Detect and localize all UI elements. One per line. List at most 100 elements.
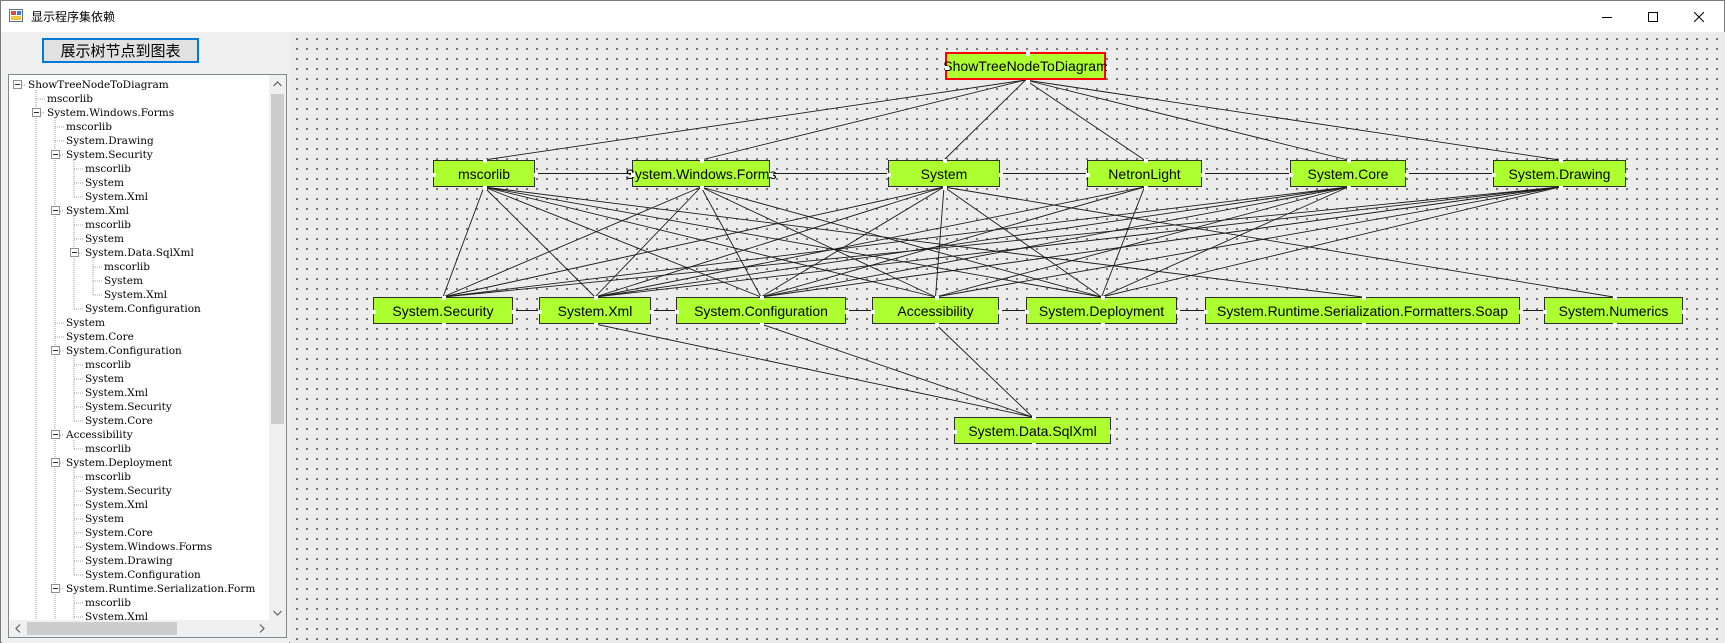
tree-node[interactable]: System.Configuration	[9, 568, 270, 582]
node-show-tree-node-to-diagram[interactable]: ShowTreeNodeToDiagram	[943, 52, 1110, 84]
node-system[interactable]: System	[887, 159, 1003, 190]
tree-connector-lines	[22, 84, 102, 621]
node-accessibility[interactable]: Accessibility	[871, 296, 1002, 327]
connector-port	[760, 323, 764, 327]
minimize-button[interactable]	[1584, 1, 1630, 32]
node-system-configuration[interactable]: System.Configuration	[675, 296, 849, 327]
horizontal-scroll-thumb[interactable]	[27, 622, 177, 635]
tree-node[interactable]: System.Security	[9, 484, 270, 498]
tree-node[interactable]: System.Core	[9, 330, 270, 344]
tree-node-label: mscorlib	[85, 597, 132, 609]
scroll-up-icon[interactable]	[269, 75, 286, 92]
tree-node[interactable]: System.Windows.Forms	[9, 106, 270, 120]
tree-node[interactable]: System	[9, 316, 270, 330]
tree-node[interactable]: System	[9, 274, 270, 288]
dependency-edge	[442, 186, 1349, 298]
node-system-security[interactable]: System.Security	[372, 296, 516, 327]
tree-node[interactable]: System	[9, 232, 270, 246]
tree-collapse-icon[interactable]	[51, 150, 60, 159]
tree-node[interactable]: System.Xml	[9, 190, 270, 204]
tree-node[interactable]: System.Drawing	[9, 554, 270, 568]
node-system-core[interactable]: System.Core	[1289, 159, 1409, 190]
scroll-corner	[269, 620, 286, 637]
connector-port	[1682, 309, 1686, 314]
node-system-deployment[interactable]: System.Deployment	[1025, 296, 1180, 327]
connector-port	[700, 159, 704, 163]
diagram-canvas[interactable]: ShowTreeNodeToDiagram mscorlib System.Wi…	[290, 32, 1725, 643]
tree-node[interactable]: System.Xml	[9, 288, 270, 302]
connector-port	[1612, 296, 1617, 300]
tree-node[interactable]: System	[9, 512, 270, 526]
tree-node[interactable]: System.Configuration	[9, 302, 270, 316]
tree-node[interactable]: mscorlib	[9, 358, 270, 372]
tree-node[interactable]: ShowTreeNodeToDiagram	[9, 78, 270, 92]
node-system-xml[interactable]: System.Xml	[538, 296, 654, 327]
tree-node[interactable]: System.Xml	[9, 386, 270, 400]
tree-node-label: mscorlib	[104, 261, 151, 273]
connector-port	[1143, 186, 1148, 190]
scroll-down-icon[interactable]	[269, 604, 286, 621]
tree-node[interactable]: System	[9, 176, 270, 190]
tree-node[interactable]: mscorlib	[9, 596, 270, 610]
maximize-button[interactable]	[1630, 1, 1676, 32]
node-system-windows-forms[interactable]: System.Windows.Forms	[626, 159, 776, 190]
connector-port	[594, 323, 598, 327]
tree-node[interactable]: System.Security	[9, 148, 270, 162]
tree-node[interactable]: mscorlib	[9, 120, 270, 134]
tree-collapse-icon[interactable]	[51, 430, 60, 439]
tree-node[interactable]: mscorlib	[9, 162, 270, 176]
tree-node[interactable]: mscorlib	[9, 442, 270, 456]
tree-collapse-icon[interactable]	[51, 584, 60, 593]
tree-node[interactable]: System.Deployment	[9, 456, 270, 470]
node-netronlight[interactable]: NetronLight	[1086, 159, 1205, 190]
connector-port	[442, 296, 446, 300]
tree-node[interactable]: System.Configuration	[9, 344, 270, 358]
tree-collapse-icon[interactable]	[51, 458, 60, 467]
tree-node[interactable]: System.Drawing	[9, 134, 270, 148]
connector-port	[1201, 172, 1205, 177]
show-tree-node-button[interactable]: 展示树节点到图表	[42, 38, 199, 63]
tree-node[interactable]: System.Security	[9, 400, 270, 414]
tree-node[interactable]: System.Xml	[9, 610, 270, 621]
scroll-left-icon[interactable]	[9, 620, 26, 637]
tree-node[interactable]: System.Core	[9, 526, 270, 540]
tree-horizontal-scrollbar[interactable]	[9, 620, 270, 637]
connector-port	[1361, 296, 1366, 300]
node-system-data-sqlxml[interactable]: System.Data.SqlXml	[953, 416, 1114, 447]
tree-node[interactable]: System.Data.SqlXml	[9, 246, 270, 260]
dependency-edge	[943, 186, 1614, 298]
tree-node[interactable]: System.Windows.Forms	[9, 540, 270, 554]
connector-port	[760, 296, 764, 300]
tree-collapse-icon[interactable]	[13, 80, 22, 89]
node-system-drawing[interactable]: System.Drawing	[1492, 159, 1629, 190]
tree-collapse-icon[interactable]	[70, 248, 79, 257]
tree-collapse-icon[interactable]	[51, 346, 60, 355]
tree-collapse-icon[interactable]	[32, 108, 41, 117]
tree-node[interactable]: mscorlib	[9, 470, 270, 484]
tree-node-label: System.Windows.Forms	[47, 107, 175, 119]
tree-vertical-scrollbar[interactable]	[269, 75, 286, 621]
tree-node[interactable]: System	[9, 372, 270, 386]
scroll-right-icon[interactable]	[253, 620, 270, 637]
vertical-scroll-thumb[interactable]	[271, 94, 284, 424]
tree-node[interactable]: System.Xml	[9, 498, 270, 512]
node-mscorlib[interactable]: mscorlib	[432, 159, 538, 190]
tree-node[interactable]: mscorlib	[9, 218, 270, 232]
tree-node-label: System.Drawing	[85, 555, 173, 567]
dependency-edge	[760, 186, 945, 298]
tree-node-label: System.Data.SqlXml	[85, 247, 194, 259]
tree-node[interactable]: System.Xml	[9, 204, 270, 218]
tree-node[interactable]: System.Core	[9, 414, 270, 428]
tree-collapse-icon[interactable]	[51, 206, 60, 215]
tree-node[interactable]: mscorlib	[9, 260, 270, 274]
close-button[interactable]	[1676, 1, 1722, 32]
tree-node[interactable]: mscorlib	[9, 92, 270, 106]
connector-port	[1405, 172, 1409, 177]
connector-port	[887, 172, 891, 177]
connector-port	[1025, 309, 1029, 314]
node-system-numerics[interactable]: System.Numerics	[1543, 296, 1686, 327]
tree-node[interactable]: Accessibility	[9, 428, 270, 442]
tree-node[interactable]: System.Runtime.Serialization.Form	[9, 582, 270, 596]
node-system-runtime-serialization-formatters-soap[interactable]: System.Runtime.Serialization.Formatters.…	[1204, 296, 1523, 327]
